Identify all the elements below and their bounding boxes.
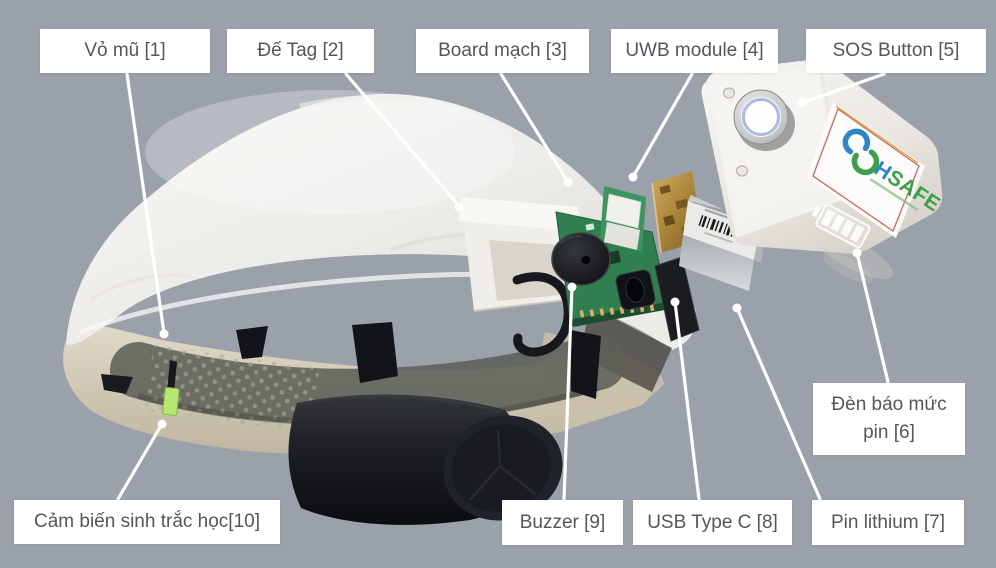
callout-line-7 (735, 306, 822, 501)
chin-straps (101, 322, 601, 399)
mounting-hook (512, 272, 573, 357)
callout-sos-button: SOS Button [5] (806, 29, 986, 73)
callout-buzzer: Buzzer [9] (502, 500, 623, 545)
callout-line-10 (116, 422, 164, 501)
callout-helmet-shell: Vỏ mũ [1] (40, 29, 210, 73)
battery-level-icon (811, 203, 871, 249)
callout-biometric-sensor: Cảm biến sinh trắc học[10] (14, 500, 280, 544)
biometric-sensor (162, 360, 180, 416)
callout-line-2 (344, 72, 461, 208)
logo-tagline (869, 178, 919, 211)
callout-usb-type-c: USB Type C [8] (633, 500, 792, 545)
hsafe-sticker: HSAFE (807, 102, 944, 238)
callout-line-6 (855, 251, 890, 384)
uwb-module (600, 186, 646, 252)
callout-line-9 (562, 285, 574, 501)
front-cushion-cylinder (288, 394, 563, 525)
tag-enclosure: HSAFE (701, 59, 944, 284)
callout-line-8 (673, 300, 701, 501)
callout-line-3 (499, 72, 570, 184)
callout-line-1 (125, 72, 166, 335)
screws (722, 87, 749, 177)
callout-tag-base: Đế Tag [2] (227, 29, 374, 73)
callout-circuit-board: Board mạch [3] (416, 29, 589, 73)
callout-lines (116, 72, 890, 501)
callout-battery-indicator: Đèn báo mức pin [6] (813, 383, 965, 455)
callout-line-5 (800, 72, 886, 105)
callout-dots (157, 98, 862, 429)
buzzer (551, 232, 611, 286)
sos-button (733, 89, 795, 151)
logo-mark-green (851, 149, 880, 176)
callout-lithium-battery: Pin lithium [7] (812, 500, 964, 545)
callout-uwb-module: UWB module [4] (611, 29, 778, 73)
callout-line-4 (631, 72, 694, 179)
logo-mark-blue (842, 128, 871, 155)
usb-type-c-port (615, 269, 656, 311)
